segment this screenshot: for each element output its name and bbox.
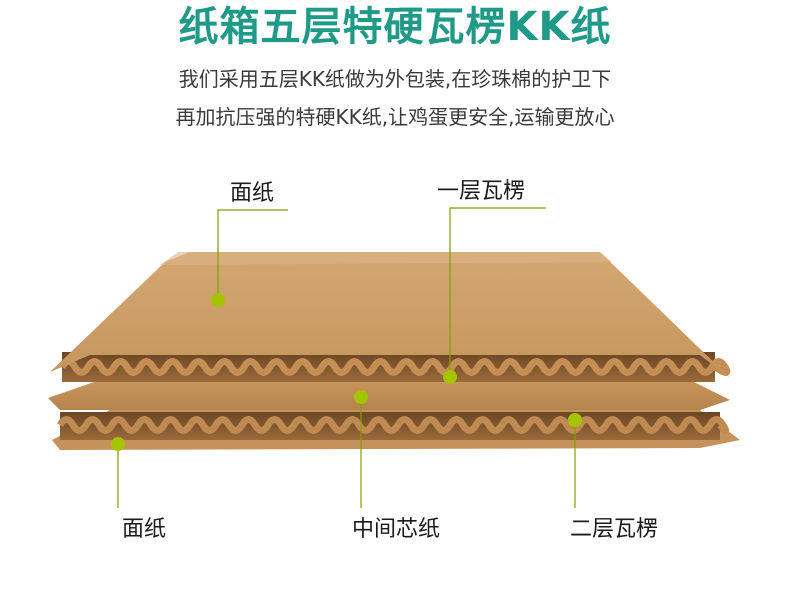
second-corrugation-flute [56,416,730,434]
middle-liner-sheet [48,380,730,410]
marker-dot-second-flute [568,413,582,427]
label-top-face: 面纸 [230,181,275,206]
top-face-sheet [50,252,730,378]
subtitle-line-2: 再加抗压强的特硬KK纸,让鸡蛋更安全,运输更放心 [175,105,615,129]
subtitle-line-1: 我们采用五层KK纸做为外包装,在珍珠棉的护卫下 [178,67,612,91]
marker-dot-first-flute [443,370,457,384]
marker-dot-middle-liner [354,390,368,404]
label-second-corrugation: 二层瓦楞 [570,517,659,542]
first-corrugation-flute [58,358,731,376]
label-bottom-face: 面纸 [122,517,167,542]
page-title: 纸箱五层特硬瓦楞KK纸 [178,4,612,50]
label-middle-liner: 中间芯纸 [352,517,441,542]
label-first-corrugation: 一层瓦楞 [437,179,526,204]
marker-dot-top-face [211,293,225,307]
marker-dot-bottom-face [111,437,125,451]
